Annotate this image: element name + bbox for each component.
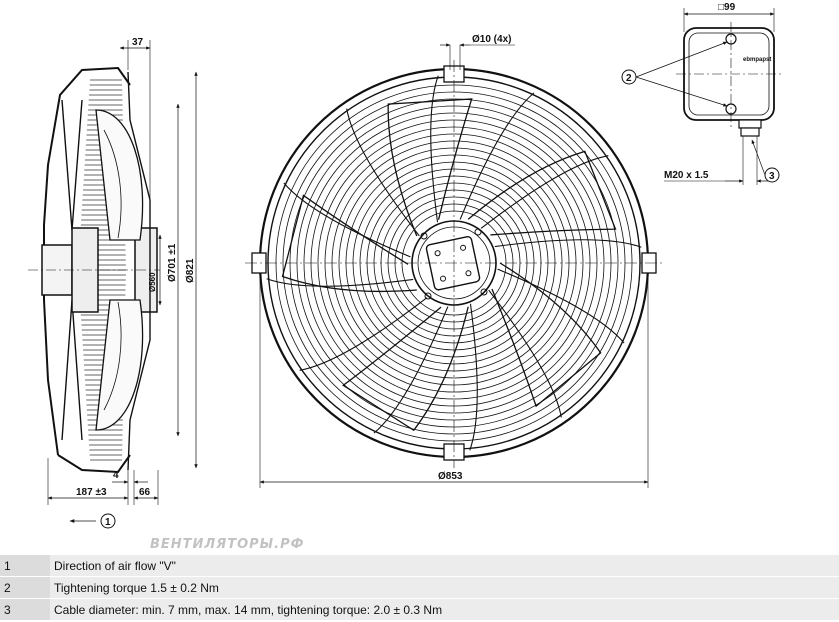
dim-holes: Ø10 (4x) [472,34,511,45]
front-view: Ø10 (4x) Ø853 [245,34,663,488]
marker-3: 3 [769,171,775,182]
legend-table: 1 Direction of air flow "V" 2 Tightening… [0,555,839,621]
legend-row: 2 Tightening torque 1.5 ± 0.2 Nm [0,576,839,599]
dim-top-37: 37 [132,37,144,48]
dim-outer-diameter: Ø821 [185,258,196,283]
legend-row: 1 Direction of air flow "V" [0,555,839,577]
side-view: 37 Ø560 Ø701 ±1 Ø821 4 187 ±3 66 1 [28,37,198,529]
dim-overall-diameter: Ø853 [438,471,463,482]
legend-row: 3 Cable diameter: min. 7 mm, max. 14 mm,… [0,598,839,621]
legend-number: 1 [0,555,50,577]
legend-text: Cable diameter: min. 7 mm, max. 14 mm, t… [50,598,839,621]
legend-number: 3 [0,598,50,621]
dim-inner-diameter: Ø560 [148,272,157,292]
dim-box-width: □99 [718,2,736,13]
airflow-marker: 1 [105,517,111,528]
legend-number: 2 [0,576,50,599]
brand-label: ebmpapst [743,57,771,63]
terminal-box: □99 ebmpapst M20 x 1.5 2 3 [621,2,782,185]
thread-label: M20 x 1.5 [664,170,709,181]
watermark: ВЕНТИЛЯТОРЫ.РФ [150,537,305,552]
dim-depth: 187 ±3 [76,487,107,498]
marker-2: 2 [626,73,632,84]
technical-drawing: 37 Ø560 Ø701 ±1 Ø821 4 187 ±3 66 1 [28,2,782,529]
legend-text: Direction of air flow "V" [50,555,839,577]
dim-small-4: 4 [113,470,119,481]
dim-mid-diameter: Ø701 ±1 [167,243,178,282]
legend-text: Tightening torque 1.5 ± 0.2 Nm [50,576,839,599]
dim-rear-66: 66 [139,487,151,498]
